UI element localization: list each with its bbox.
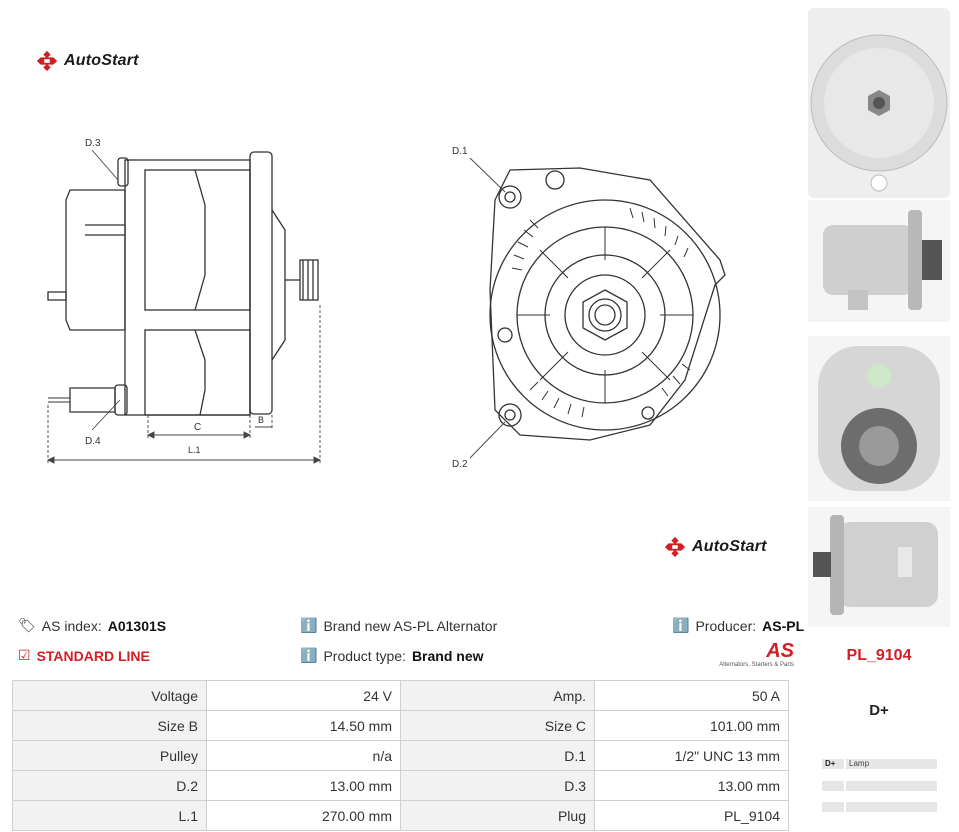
spec-value: n/a [206,740,401,771]
standard-line: ☑ STANDARD LINE [18,647,150,664]
as-index: 🏷 AS index: A01301S [18,617,167,634]
plug-pin-row [822,781,937,791]
info-icon: ℹ️ [672,617,690,633]
description: ℹ️ Brand new AS-PL Alternator [300,617,498,634]
producer: ℹ️ Producer: AS-PL [672,617,805,634]
spec-value: 50 A [594,680,789,711]
as-pl-logo: AS Alternators, Starters & Parts [719,640,794,668]
spec-value: 270.00 mm [206,800,401,831]
label-d2: D.2 [452,459,468,470]
plug-pin-row [822,802,937,812]
spec-label: Pulley [12,740,207,771]
brand-name: AutoStart [692,538,767,555]
spec-value: 13.00 mm [594,770,789,801]
product-photo-front [808,8,950,198]
alternator-angle-photo [813,515,938,615]
checkbox-icon: ☑ [18,647,31,663]
spec-label: Size B [12,710,207,741]
tag-icon: 🏷 [18,617,36,633]
spec-value: 1/2" UNC 13 mm [594,740,789,771]
spec-label: D.1 [400,740,595,771]
spec-value: 24 V [206,680,401,711]
autostart-logo-top: AutoStart [36,50,139,72]
alternator-rear-photo [818,346,940,491]
product-photo-rear [808,336,950,501]
autostart-logo-icon [36,50,58,72]
spec-value: 14.50 mm [206,710,401,741]
spec-label: L.1 [12,800,207,831]
alternator-side-photo [823,210,942,310]
product-type: ℹ️ Product type: Brand new [300,647,484,664]
product-photo-angle [808,507,950,627]
spec-label: Amp. [400,680,595,711]
label-c: C [194,422,201,433]
spec-label: Size C [400,710,595,741]
label-b: B [258,415,264,425]
autostart-logo-bottom: AutoStart [664,536,767,558]
spec-label: Voltage [12,680,207,711]
spec-value: 13.00 mm [206,770,401,801]
spec-value: 101.00 mm [594,710,789,741]
info-icon: ℹ️ [300,617,318,633]
alternator-front-photo [810,34,948,192]
spec-label: D.2 [12,770,207,801]
info-icon: ℹ️ [300,647,318,663]
spec-value: PL_9104 [594,800,789,831]
spec-label: Plug [400,800,595,831]
label-d4: D.4 [85,436,101,447]
product-photo-side [808,200,950,322]
label-d3: D.3 [85,138,101,149]
front-view-diagram: D.1 D.2 [452,146,726,470]
label-d1: D.1 [452,146,468,157]
autostart-logo-icon [664,536,686,558]
brand-name: AutoStart [64,52,139,69]
plug-pin-row: D+ Lamp [822,759,937,769]
label-l1: L.1 [188,445,201,455]
as-index-value: A01301S [107,617,167,634]
plug-terminal: D+ [869,702,889,719]
plug-name: PL_9104 [846,647,912,664]
spec-label: D.3 [400,770,595,801]
side-view-diagram: D.3 D.4 C B L.1 [46,138,322,465]
